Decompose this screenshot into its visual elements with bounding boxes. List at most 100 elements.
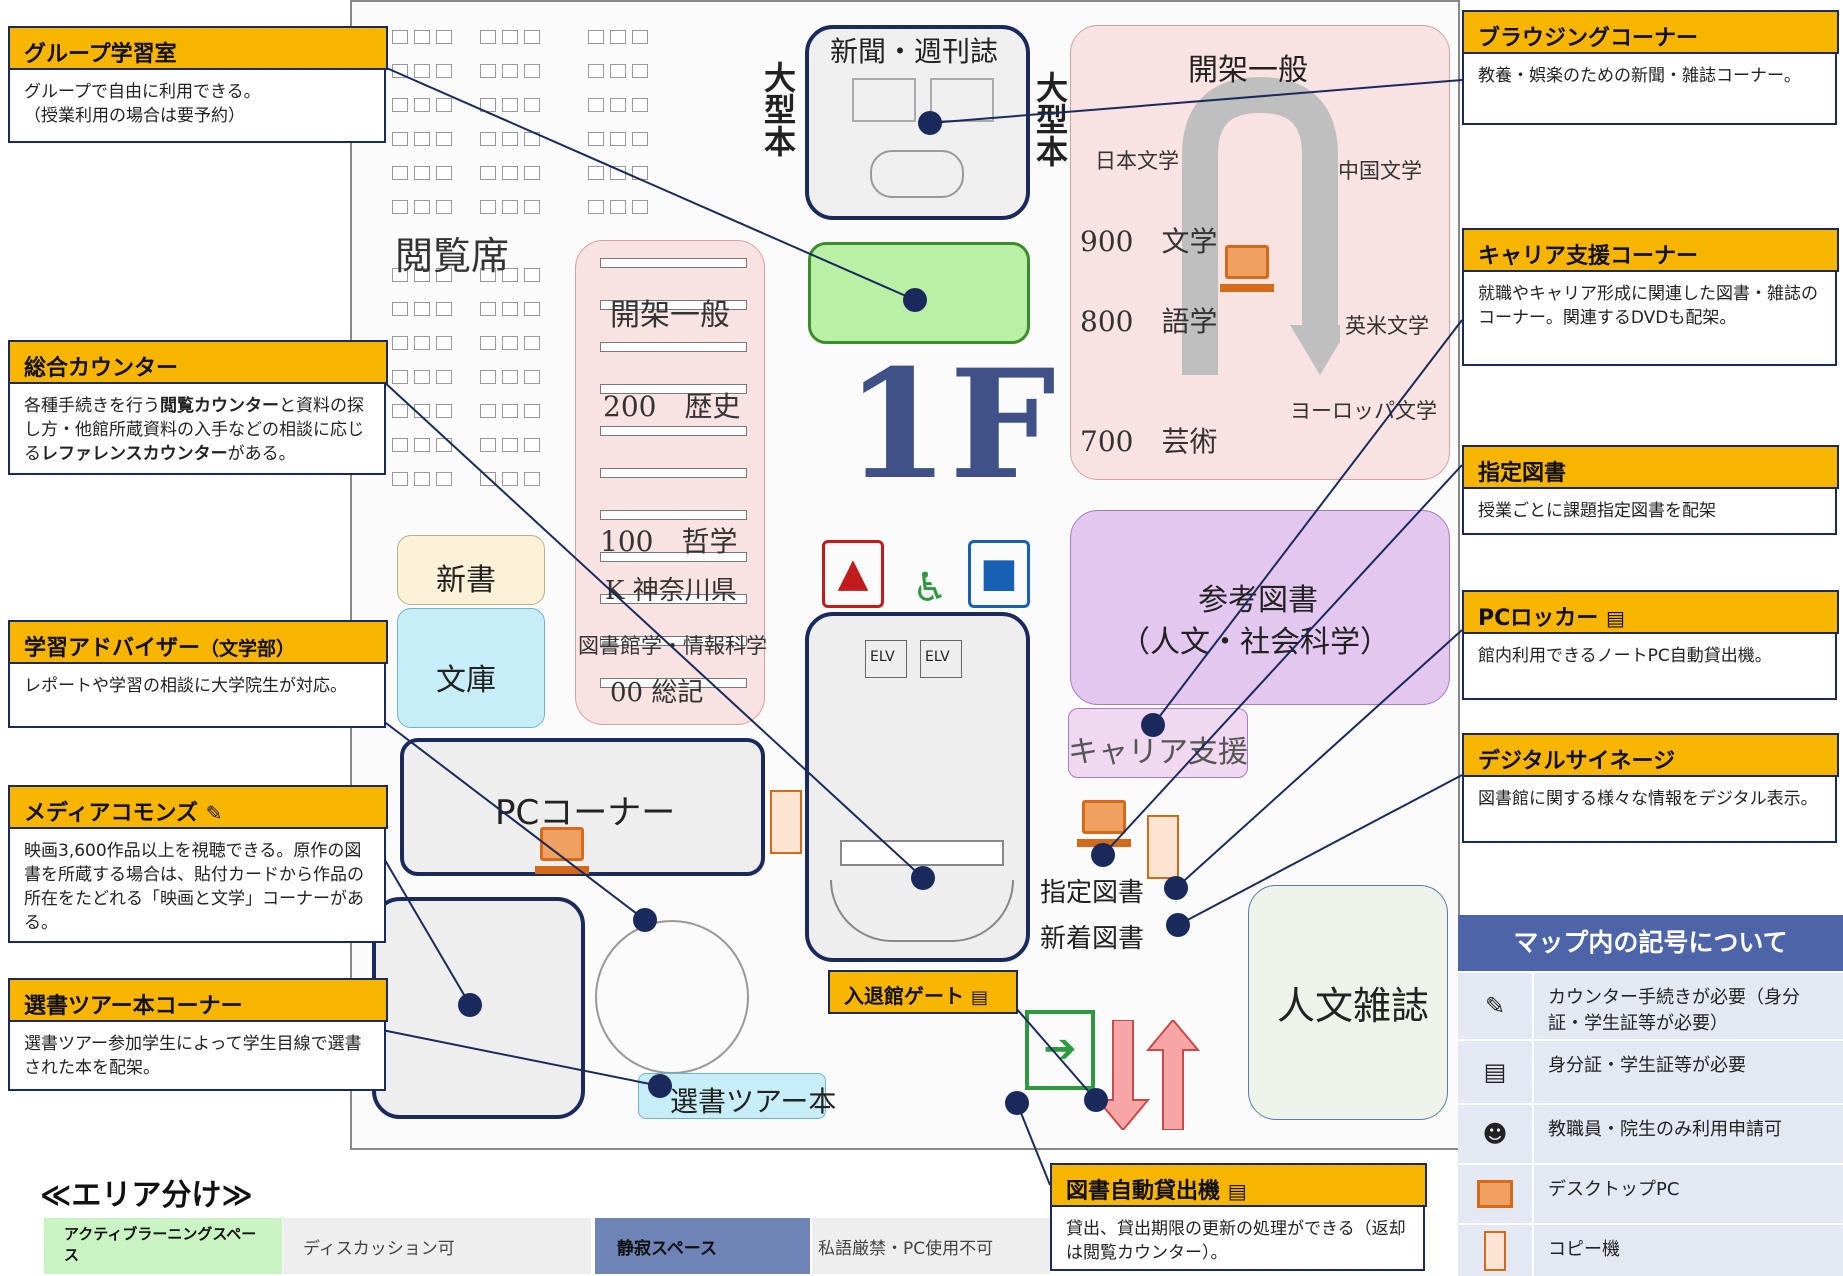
reading-seat [392, 438, 408, 452]
oversize-left-label: 大型本 [764, 59, 797, 161]
open-stacks-right-label: 開架一般 [1188, 53, 1308, 88]
reading-seat [414, 336, 430, 350]
reading-seat [392, 370, 408, 384]
reading-seat [436, 98, 452, 112]
callout-body: 館内利用できるノートPC自動貸出機。 [1478, 646, 1772, 666]
reading-seat [524, 166, 540, 180]
reading-seat [392, 472, 408, 486]
callout-title: 図書自動貸出機 ▤ [1050, 1163, 1427, 1207]
callout-title: キャリア支援コーナー [1462, 228, 1839, 272]
location-marker [1091, 843, 1115, 867]
bookshelf [600, 678, 747, 688]
callout-body: 各種手続きを行う閲覧カウンターと資料の探し方・他館所蔵資料の入手などの相談に応じ… [24, 394, 372, 466]
reading-seat [502, 336, 518, 350]
shelf-label: 図書館学・情報科学 [578, 634, 767, 658]
body-text: がある。 [227, 444, 296, 464]
callout-title: 入退館ゲート ▤ [828, 970, 1018, 1014]
open-stacks-left-label: 開架一般 [610, 298, 730, 333]
reading-seat [502, 268, 518, 282]
shelf-label: 中国文学 [1338, 159, 1422, 183]
bookshelf [600, 342, 747, 352]
reading-seat [392, 200, 408, 214]
reading-seat [414, 30, 430, 44]
reading-seat [480, 30, 496, 44]
reading-seat [588, 64, 604, 78]
location-marker [1164, 876, 1188, 900]
men-restroom-icon: ■ [968, 540, 1030, 608]
reading-seat [524, 200, 540, 214]
location-marker [903, 288, 927, 312]
reading-seat [414, 438, 430, 452]
legend-text: カウンター手続きが必要（身分証・学生証等が必要） [1548, 987, 1800, 1034]
reading-seat [502, 404, 518, 418]
copier-icon [770, 790, 802, 854]
newspaper-rack-icon [852, 78, 916, 122]
location-marker [1141, 713, 1165, 737]
bookshelf [600, 300, 747, 310]
callout-body: 図書館に関する様々な情報をデジタル表示。 [1478, 789, 1818, 809]
reading-seat [502, 166, 518, 180]
reading-seat [480, 336, 496, 350]
reading-seat [414, 370, 430, 384]
reading-seat [588, 30, 604, 44]
callout-body: 教養・娯楽のための新聞・雑誌コーナー。 [1478, 66, 1801, 86]
callout-designated: 指定図書 授業ごとに課題指定図書を配架 [1462, 445, 1839, 535]
callout-general-counter: 総合カウンター 各種手続きを行う閲覧カウンターと資料の探し方・他館所蔵資料の入手… [8, 340, 388, 475]
area-active-desc: ディスカッション可 [303, 1239, 455, 1259]
bookshelf [600, 384, 747, 394]
reading-seat [588, 166, 604, 180]
pc-corner-label: PCコーナー [495, 793, 676, 833]
area-quiet-label: 静寂スペース [617, 1239, 717, 1259]
reading-seat [436, 336, 452, 350]
location-marker [911, 866, 935, 890]
reading-seat [392, 404, 408, 418]
shelf-label: ヨーロッパ文学 [1290, 399, 1437, 423]
legend-header: マップ内の記号について [1458, 915, 1843, 971]
counter-procedure-icon: ✎ [205, 801, 223, 825]
reading-seat [392, 336, 408, 350]
bookshelf [600, 426, 747, 436]
legend-row: ✎ カウンター手続きが必要（身分証・学生証等が必要） [1458, 971, 1843, 1039]
elevator-label: ELV [870, 649, 895, 665]
bookshelf [600, 594, 747, 604]
career-label: キャリア支援 [1068, 735, 1248, 770]
reading-seat [414, 64, 430, 78]
legend-text: コピー機 [1548, 1239, 1620, 1260]
reading-seat [632, 64, 648, 78]
callout-title-text: 学習アドバイザー [24, 636, 201, 661]
callout-signage: デジタルサイネージ 図書館に関する様々な情報をデジタル表示。 [1462, 733, 1839, 843]
reading-seat [436, 404, 452, 418]
legend-row: コピー機 [1458, 1223, 1843, 1276]
callout-body: 授業ごとに課題指定図書を配架 [1478, 501, 1716, 521]
callout-media-commons: メディアコモンズ ✎ 映画3,600作品以上を視聴できる。原作の図書を所蔵する場… [8, 785, 388, 943]
callout-auto-lending: 図書自動貸出機 ▤ 貸出、貸出期限の更新の処理ができる（返却は閲覧カウンター）。 [1050, 1163, 1427, 1271]
desktop-pc-icon [1220, 245, 1274, 292]
staff-only-icon: ☻ [1458, 1105, 1534, 1163]
body-text: 各種手続きを行う [24, 396, 160, 416]
reading-seat [502, 302, 518, 316]
reading-seat [480, 200, 496, 214]
browse-direction-arrow [1180, 75, 1350, 395]
shinsho-label: 新書 [436, 563, 496, 598]
callout-title: メディアコモンズ ✎ [8, 785, 388, 829]
callout-body: グループで自由に利用できる。 （授業利用の場合は要予約） [24, 82, 261, 126]
callout-group-study: グループ学習室 グループで自由に利用できる。 （授業利用の場合は要予約） [8, 26, 388, 143]
zone-media-commons [372, 897, 585, 1119]
women-restroom-icon: ▲ [822, 540, 884, 608]
newspapers-label: 新聞・週刊誌 [830, 35, 999, 68]
reading-seat [392, 268, 408, 282]
bookshelf [600, 636, 747, 646]
elevator-label: ELV [925, 649, 950, 665]
desktop-pc-icon [535, 827, 589, 874]
exit-icon: ➔ [1025, 1010, 1095, 1090]
reading-seat [392, 30, 408, 44]
reading-seat [588, 98, 604, 112]
reading-seat [632, 200, 648, 214]
reading-seat [436, 370, 452, 384]
reading-seat [502, 438, 518, 452]
zone-reading-seats: 閲覧席 [395, 234, 510, 278]
area-quiet-swatch: 静寂スペース [595, 1218, 810, 1274]
zone-shinsho [397, 535, 545, 605]
body-bold: 閲覧カウンター [160, 396, 279, 416]
reading-seat [480, 166, 496, 180]
